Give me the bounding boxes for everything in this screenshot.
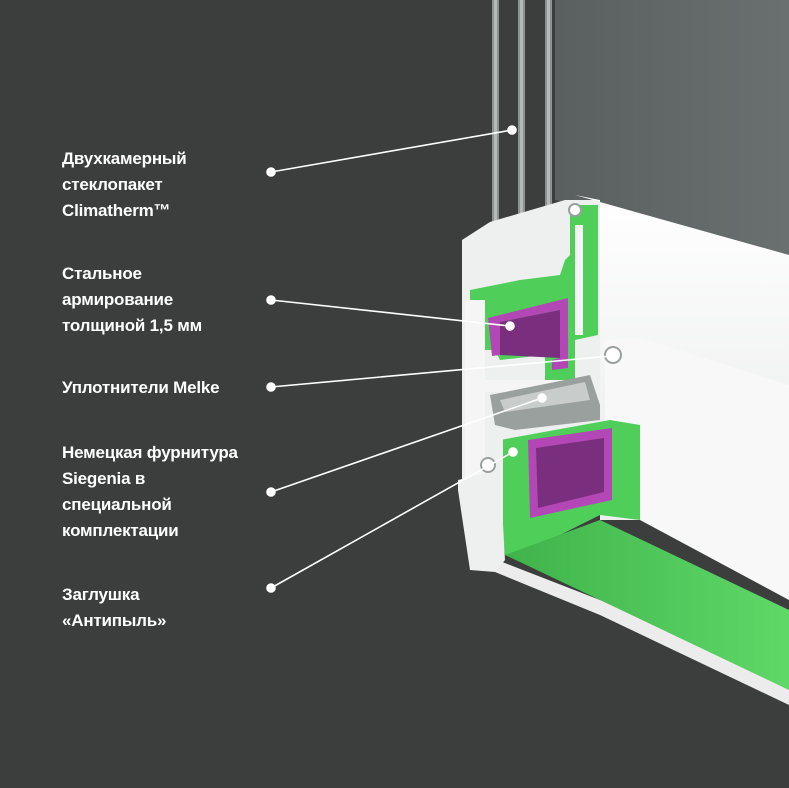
frame-bottom-edge bbox=[495, 560, 789, 705]
leader-glazing bbox=[270, 129, 513, 173]
label-line: Climatherm™ bbox=[62, 201, 171, 220]
label-glazing: Двухкамерный стеклопакет Climatherm™ bbox=[62, 146, 187, 224]
label-line: армирование bbox=[62, 290, 174, 309]
label-line: Стальное bbox=[62, 264, 142, 283]
frame-floor-green bbox=[505, 520, 789, 690]
label-line: толщиной 1,5 мм bbox=[62, 316, 202, 335]
label-line: Немецкая фурнитура bbox=[62, 443, 238, 462]
label-line: Заглушка bbox=[62, 585, 140, 604]
frame-front-face bbox=[605, 338, 789, 600]
leader-seals bbox=[270, 355, 612, 388]
glass-pane bbox=[555, 0, 789, 255]
glass-sheets bbox=[492, 0, 552, 232]
leader-reinforcement bbox=[270, 299, 511, 327]
label-line: «Антипыль» bbox=[62, 611, 167, 630]
label-hardware: Немецкая фурнитура Siegenia в специально… bbox=[62, 440, 238, 544]
label-line: комплектации bbox=[62, 521, 179, 540]
label-line: Двухкамерный bbox=[62, 149, 187, 168]
label-line: стеклопакет bbox=[62, 175, 163, 194]
leader-dust-plug bbox=[270, 451, 514, 589]
label-line: Siegenia в bbox=[62, 469, 146, 488]
leader-lines bbox=[266, 125, 616, 593]
label-reinforcement: Стальное армирование толщиной 1,5 мм bbox=[62, 261, 202, 339]
label-dust-plug: Заглушка «Антипыль» bbox=[62, 582, 166, 634]
label-line: Уплотнители Melke bbox=[62, 378, 220, 397]
leader-hardware bbox=[270, 397, 543, 493]
dust-plug-detail bbox=[480, 457, 496, 473]
frame-outer-walls bbox=[458, 430, 505, 572]
label-line: специальной bbox=[62, 495, 172, 514]
sash-steel-reinforcement bbox=[488, 298, 568, 370]
label-seals: Уплотнители Melke bbox=[62, 375, 220, 401]
